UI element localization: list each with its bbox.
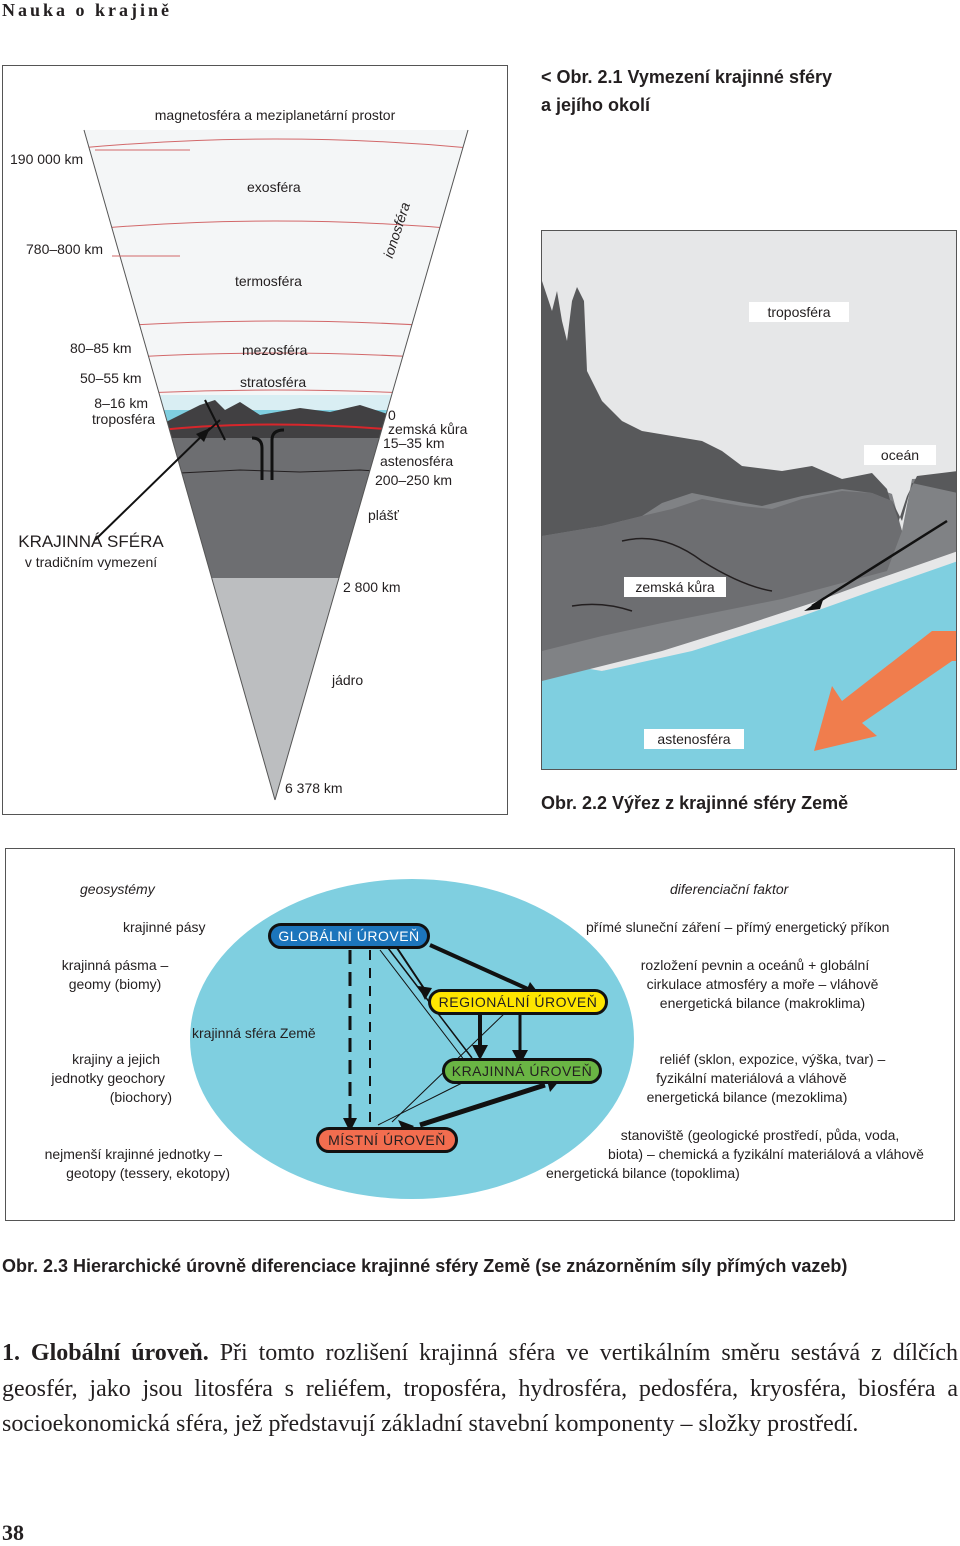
fig2-caption: Obr. 2.2 Výřez z krajinné sféry Země: [541, 793, 849, 813]
label-landscape-sphere: KRAJINNÁ SFÉRA: [18, 532, 164, 551]
level-local: MÍSTNÍ ÚROVEŇ: [316, 1127, 458, 1153]
paragraph-body: Při tomto rozlišení krajinná sféra ve ve…: [2, 1340, 959, 1437]
label-asthenosphere-cone: astenosféra: [380, 453, 454, 469]
label-thermosphere: termosféra: [235, 273, 302, 289]
label-asth-depth: 200–250 km: [375, 472, 453, 488]
fig3-right-header: diferenciační faktor: [670, 881, 789, 897]
fig3-left-belts: krajinné pásy: [123, 919, 206, 935]
fig3-factor-1: přímé sluneční záření – přímý energetick…: [586, 919, 890, 935]
fig2-label-ocean: oceán: [864, 445, 936, 465]
fig3-left-smallest-2: geotopy (tessery, ekotopy): [66, 1165, 230, 1181]
label-radius: 6 378 km: [285, 780, 343, 796]
fig3-left-zones-1: krajinná pásma –: [61, 957, 169, 973]
fig1-cone-graphic: [83, 129, 469, 801]
fig3-factor-3-3: energetická bilance (mezoklima): [646, 1089, 848, 1105]
fig3-frame: [5, 848, 955, 1221]
fig3-ellipse-label: krajinná sféra Země: [192, 1025, 316, 1041]
fig3-left-landscapes-3: (biochory): [109, 1089, 172, 1105]
level-landscape: KRAJINNÁ ÚROVEŇ: [442, 1058, 602, 1084]
fig3-left-header: geosystémy: [80, 881, 155, 897]
altitude-190000: 190 000 km: [10, 151, 84, 167]
fig3-caption: Obr. 2.3 Hierarchické úrovně diferenciac…: [2, 1256, 848, 1276]
fig1-caption-line1: < Obr. 2.1 Vymezení krajinné sféry: [541, 67, 832, 87]
fig3-factor-2-1: rozložení pevnin a oceánů + globální: [640, 957, 870, 973]
fig3-factor-2-3: energetická bilance (makroklima): [659, 995, 866, 1011]
running-header: Nauka o krajině: [2, 0, 173, 20]
fig1-caption-line2: a jejího okolí: [541, 95, 651, 115]
label-mesosphere: mezosféra: [242, 342, 308, 358]
label-crust-depth: 15–35 km: [383, 435, 445, 451]
label-troposphere-cone: troposféra: [92, 411, 156, 427]
label-core: jádro: [332, 672, 364, 688]
level-global: GLOBÁLNÍ ÚROVEŇ: [268, 923, 430, 949]
fig3-left-landscapes-2: jednotky geochory: [51, 1070, 165, 1086]
fig3-left-smallest-1: nejmenší krajinné jednotky –: [44, 1146, 222, 1162]
altitude-780: 780–800 km: [26, 241, 104, 257]
label-mantle: plášť: [368, 507, 399, 523]
fig3-factor-4-2: biota) – chemická a fyzikální materiálov…: [608, 1146, 924, 1162]
label-crust-cone: zemská kůra: [388, 421, 468, 437]
fig1-frame: [2, 65, 508, 815]
paragraph-lead: 1. Globální úroveň.: [2, 1340, 209, 1366]
fig3-factor-2-2: cirkulace atmosféry a moře – vláhově: [646, 976, 879, 992]
fig2-label-asthenosphere: astenosféra: [644, 729, 744, 749]
level-regional: REGIONÁLNÍ ÚROVEŇ: [428, 989, 608, 1015]
altitude-8: 8–16 km: [94, 395, 148, 411]
label-magnetosphere: magnetosféra a meziplanetární prostor: [154, 107, 396, 123]
fig3-left-landscapes-1: krajiny a jejich: [72, 1051, 160, 1067]
fig2-label-crust: zemská kůra: [624, 577, 726, 597]
fig2-label-troposphere: troposféra: [749, 302, 849, 322]
fig3-left-zones-2: geomy (biomy): [68, 976, 162, 992]
altitude-80: 80–85 km: [70, 340, 132, 356]
label-stratosphere: stratosféra: [240, 374, 307, 390]
label-traditional: v tradičním vymezení: [24, 554, 158, 570]
fig3-factor-3-1: reliéf (sklon, expozice, výška, tvar) –: [659, 1051, 886, 1067]
fig3-factor-4-1: stanoviště (geologické prostředí, půda, …: [620, 1127, 900, 1143]
body-paragraph: 1. Globální úroveň. Při tomto rozlišení …: [2, 1336, 958, 1443]
page-number: 38: [2, 1520, 24, 1545]
label-exosphere: exosféra: [247, 179, 301, 195]
fig3-factor-4-3: energetická bilance (topoklima): [546, 1165, 740, 1181]
fig3-factor-3-2: fyzikální materiálová a vláhově: [656, 1070, 847, 1086]
label-core-depth: 2 800 km: [343, 579, 401, 595]
label-zero: 0: [388, 407, 396, 423]
altitude-50: 50–55 km: [80, 370, 142, 386]
